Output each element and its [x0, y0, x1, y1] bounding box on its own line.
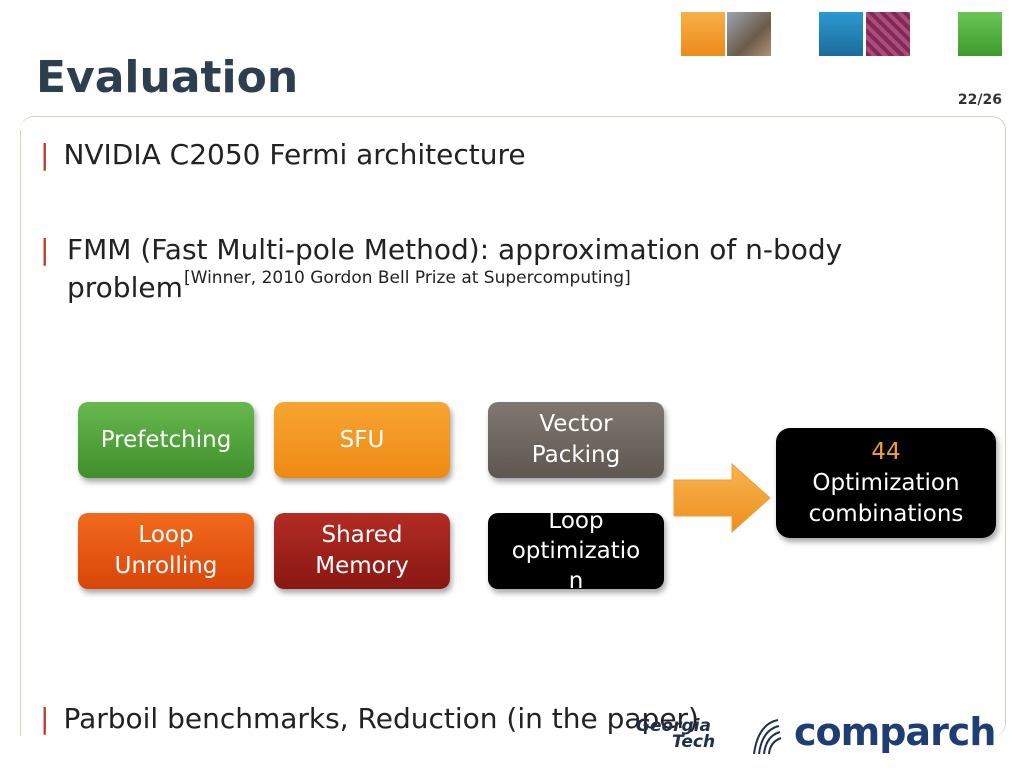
bullet-parboil: | Parboil benchmarks, Reduction (in the p… — [40, 700, 699, 738]
logo-text: Georgia — [636, 716, 712, 736]
bullet-text: NVIDIA C2050 Fermi architecture — [63, 138, 526, 171]
circuit-photo-icon — [866, 12, 910, 56]
box-label-line: Loop — [548, 513, 604, 534]
green-square-icon — [958, 12, 1002, 56]
box-label-line: Memory — [315, 553, 409, 579]
slide-title: Evaluation — [36, 52, 299, 103]
comparch-logo: comparch — [794, 710, 996, 754]
bullet-bar-icon: | — [40, 702, 50, 735]
bullet-text: FMM (Fast Multi-pole Method): approximat… — [67, 233, 843, 304]
content-frame-left-edge — [20, 130, 21, 736]
shared-memory-box: Shared Memory — [274, 513, 450, 589]
box-label-line: Packing — [531, 442, 621, 468]
box-label-line: Unrolling — [114, 553, 218, 579]
result-label-line: Optimization — [812, 469, 960, 496]
bullet-bar-icon: | — [40, 233, 50, 266]
box-label: Prefetching — [100, 426, 232, 453]
combination-count: 44 — [871, 438, 901, 465]
logo-text: Tech — [672, 732, 716, 752]
prefetching-box: Prefetching — [78, 402, 254, 478]
building-photo-icon — [727, 12, 771, 56]
bullet-fermi: | NVIDIA C2050 Fermi architecture — [40, 136, 526, 174]
page-number: 22/26 — [957, 92, 1002, 108]
gt-emblem-icon — [753, 719, 782, 755]
georgia-tech-logo: Georgia Tech — [636, 716, 716, 752]
box-label-line: Loop — [138, 522, 194, 548]
sfu-box: SFU — [274, 402, 450, 478]
blue-square-icon — [819, 12, 863, 56]
bullet-bar-icon: | — [40, 138, 50, 171]
loop-optimization-box: Loop optimizatio n — [488, 513, 664, 589]
bullet-text: Parboil benchmarks, Reduction (in the pa… — [63, 702, 699, 735]
orange-square-icon — [681, 12, 725, 56]
box-label-line: Vector — [539, 411, 613, 437]
bullet-fmm: | FMM (Fast Multi-pole Method): approxim… — [40, 231, 940, 307]
box-label: SFU — [339, 426, 385, 453]
box-label-line: n — [568, 568, 584, 589]
loop-unrolling-box: Loop Unrolling — [78, 513, 254, 589]
content-frame — [20, 116, 1006, 737]
result-box: 44 Optimization combinations — [776, 428, 996, 538]
right-arrow-icon — [673, 462, 771, 534]
citation: [Winner, 2010 Gordon Bell Prize at Super… — [184, 268, 631, 288]
vector-packing-box: Vector Packing — [488, 402, 664, 478]
box-label-line: optimizatio — [511, 538, 641, 564]
box-label-line: Shared — [321, 522, 403, 548]
result-label-line: combinations — [808, 500, 964, 527]
